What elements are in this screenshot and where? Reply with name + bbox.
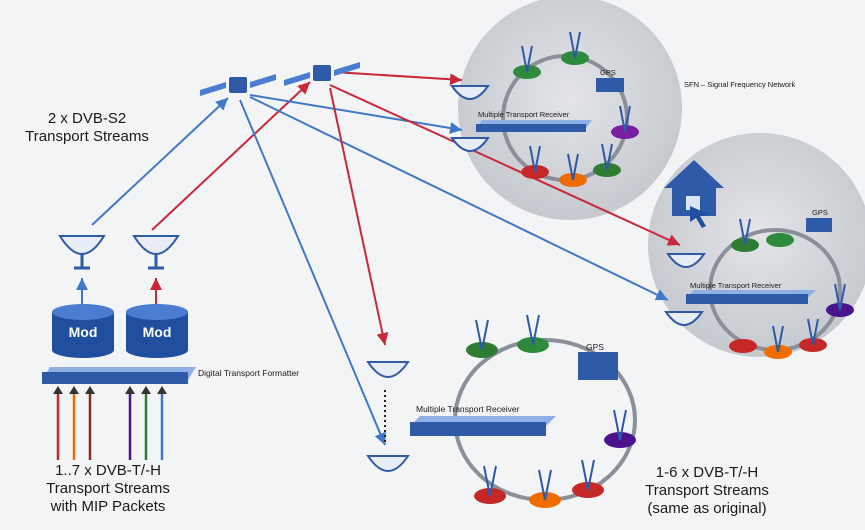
gps-box-2-icon <box>806 218 832 232</box>
mod-2-label: Mod <box>142 324 172 340</box>
house-icon <box>664 160 724 228</box>
multiple-transport-receiver-3-icon <box>410 416 556 436</box>
input-streams-label: 1..7 x DVB-T/-H Transport Streams with M… <box>46 462 170 515</box>
receiver-dish-icon <box>366 85 706 472</box>
gps-2-label: GPS <box>812 208 828 217</box>
input-stream-arrows <box>56 392 164 460</box>
digital-transport-formatter-icon <box>42 367 196 384</box>
transmitter-tower-icon <box>475 31 846 501</box>
gps-box-3-icon <box>578 352 618 380</box>
sfn-label: SFN – Signal Frequency Network <box>684 80 796 89</box>
gps-box-1-icon <box>596 78 624 92</box>
modulator-1-icon <box>52 304 114 358</box>
uplink-label: 2 x DVB-S2 Transport Streams <box>25 110 149 145</box>
gps-1-label: GPS <box>600 68 616 77</box>
receiver-3-label: Multiple Transport Receiver <box>416 404 520 414</box>
satellite-links <box>91 71 681 446</box>
coverage-zone-1 <box>458 0 682 220</box>
receiver-1-label: Multiple Transport Receiver <box>478 110 570 119</box>
gps-3-label: GPS <box>586 342 604 352</box>
receiver-2-label: Multiple Transport Receiver <box>690 281 782 290</box>
multiple-transport-receiver-1-icon <box>476 120 592 132</box>
formatter-label: Digital Transport Formatter <box>198 368 300 378</box>
mod-1-label: Mod <box>68 324 98 340</box>
satellite-2-icon <box>284 62 360 86</box>
output-streams-label: 1-6 x DVB-T/-H Transport Streams (same a… <box>645 464 769 517</box>
uplink-dish-1-icon <box>58 235 106 270</box>
modulator-2-icon <box>126 304 188 358</box>
uplink-dish-2-icon <box>132 235 180 270</box>
multiple-transport-receiver-2-icon <box>686 290 816 304</box>
satellite-1-icon <box>200 74 276 96</box>
